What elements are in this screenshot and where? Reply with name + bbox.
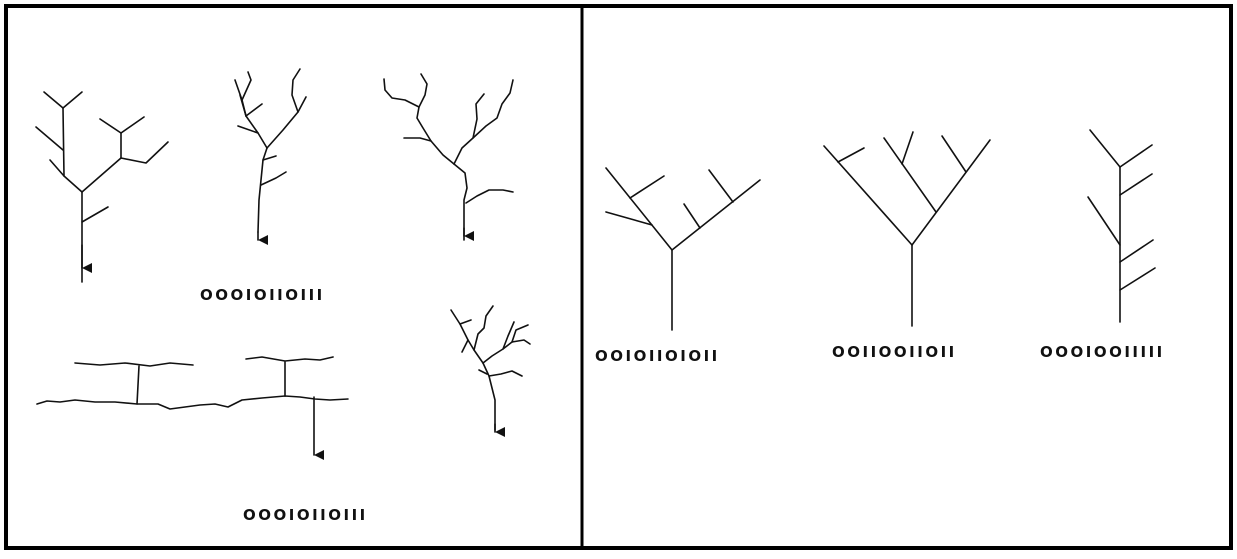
binary-tree-1 <box>606 168 760 330</box>
code-label-binary-tree-2: OOIIOOIIOII <box>832 343 957 361</box>
binary-tree-2 <box>824 132 990 326</box>
drainage-tree-1 <box>36 92 168 282</box>
panel-natural-drainage <box>36 69 530 455</box>
drainage-tree-3 <box>384 74 513 240</box>
drainage-tree-4 <box>451 306 530 432</box>
binary-tree-3 <box>1088 130 1155 322</box>
code-label-binary-tree-1: OOIOIIOIOII <box>595 347 720 365</box>
drainage-tree-5 <box>37 357 348 455</box>
drainage-tree-2 <box>235 69 306 240</box>
figure-border <box>6 6 1231 548</box>
code-label-binary-tree-3: OOOIOOIIIII <box>1040 343 1165 361</box>
code-label-natural-1: OOOIOIIOIII <box>200 286 325 304</box>
code-label-natural-2: OOOIOIIOIII <box>243 506 368 524</box>
panel-idealized-trees <box>606 130 1155 330</box>
